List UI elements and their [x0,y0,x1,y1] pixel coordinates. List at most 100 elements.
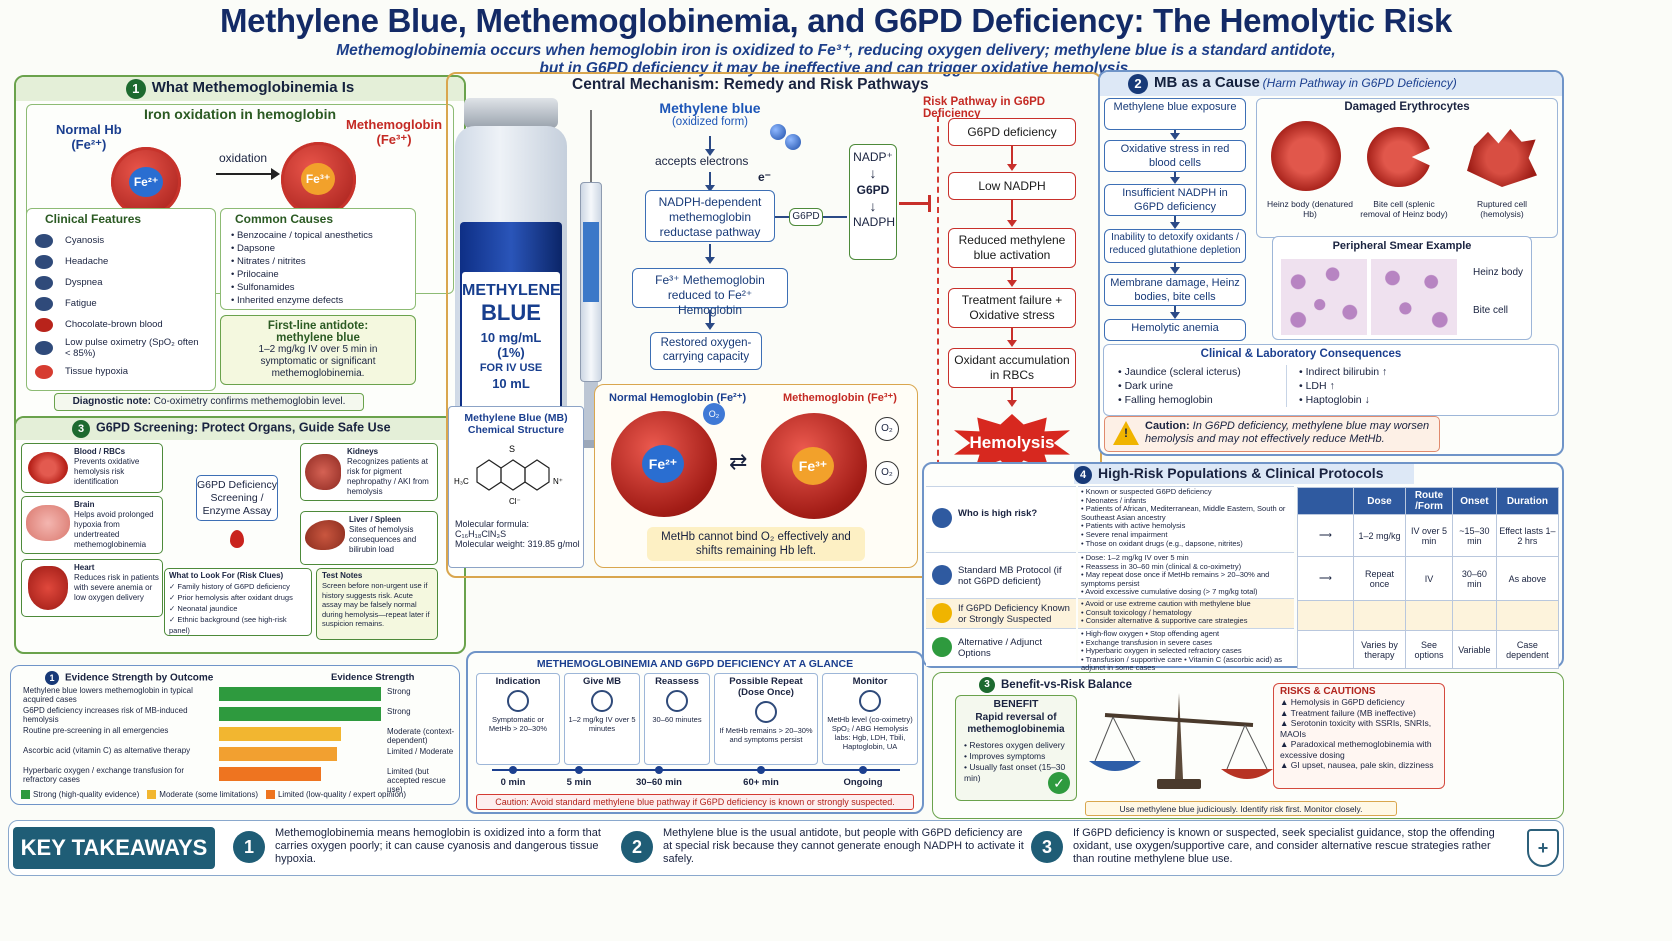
panel-title: High-Risk Populations & Clinical Protoco… [1098,465,1384,481]
clue-item: ✓ Prior hemolysis after oxidant drugs [169,593,293,602]
panel-title: G6PD Screening: Protect Organs, Guide Sa… [96,420,391,435]
antidote-title: First-line antidote: [267,320,369,332]
screening-center: G6PD Deficiency Screening / Enzyme Assay [196,475,278,521]
risks-title: RISKS & CAUTIONS [1280,686,1376,697]
at-a-glance-panel: METHEMOGLOBINEMIA AND G6PD DEFICIENCY AT… [466,651,924,814]
benefit-headline: Rapid reversal of methemoglobinemia [967,712,1065,735]
evidence-legend: Strong (high-quality evidence)Moderate (… [21,790,407,800]
takeaway-text: If G6PD deficiency is known or suspected… [1073,827,1495,865]
rbc-icon [28,452,68,484]
risk-item: ▲ Serotonin toxicity with SSRIs, SNRIs, … [1280,718,1432,739]
table-cell [1495,600,1560,631]
table-cell: Variable [1451,630,1497,669]
legend-swatch [21,790,30,800]
accepts-electrons: accepts electrons [655,154,749,168]
risks-list: ▲ Hemolysis in G6PD deficiency▲ Treatmen… [1280,697,1438,771]
antidote-box: First-line antidote: methylene blue 1–2 … [220,315,416,385]
iv-bag-icon [755,701,777,723]
timeline-label: Ongoing [843,777,883,788]
timeline-dot [859,766,867,774]
evidence-strength: Limited / Moderate [387,747,454,756]
fe2-large: Fe²⁺ [642,445,684,483]
table-cell: As above [1495,556,1560,601]
head-icon [35,254,53,269]
glance-item-text: 1–2 mg/kg IV over 5 minutes [568,715,636,733]
protocol-item: • Consider alternative & supportive care… [1081,616,1248,626]
cause-item: Inherited enzyme defects [231,294,415,307]
cause-arrow [1170,130,1180,140]
glance-item-title: Monitor [852,676,888,687]
panel-number: 4 [1074,466,1092,485]
causes-list: Benzocaine / topical anestheticsDapsoneN… [231,229,415,307]
clue-item: ✓ Ethnic background (see high-risk panel… [169,615,287,635]
evidence-col2: Evidence Strength [331,672,415,683]
plus-icon [932,637,952,657]
evidence-strength: Strong [387,707,411,716]
cause-arrow [1170,263,1180,274]
lab-item: Falling hemoglobin [1118,393,1241,407]
antidote-name: methylene blue [276,332,360,344]
protocol-item: • Exchange transfusion in severe cases [1081,637,1213,647]
person-icon [932,508,952,528]
cause-item: Prilocaine [231,268,415,281]
evidence-label: G6PD deficiency increases risk of MB-ind… [23,706,188,724]
protocol-item: • Severe renal impairment [1081,529,1168,539]
lab-item: Haptoglobin ↓ [1299,393,1387,407]
header: Methylene Blue, Methemoglobinemia, and G… [0,2,1672,78]
timeline-label: 60+ min [743,777,779,788]
antidote-text: 1–2 mg/kg IV over 5 min in symptomatic o… [258,344,378,379]
cause-step: Oxidative stress in red blood cells [1104,140,1246,172]
risk-item: ▲ GI upset, nausea, pale skin, dizziness [1280,760,1434,770]
person-icon [35,296,53,311]
caution-text: In G6PD deficiency, methylene blue may w… [1145,420,1430,445]
table-cell: ~15–30 min [1451,514,1497,557]
table-header-blank [1297,487,1354,515]
risk-arrow [1007,200,1017,227]
evidence-strength: Strong [387,687,411,696]
panel-g6pd-screening: 3 G6PD Screening: Protect Organs, Guide S… [14,416,466,654]
test-title: Test Notes [322,571,363,580]
electron-label: e⁻ [758,170,772,184]
smear-image-1 [1281,259,1367,335]
glance-item-text: MetHb level (co-oximetry) SpO₂ / ABG Hem… [827,715,913,751]
liver-text: Sites of hemolysis consequences and bili… [349,525,417,554]
ruptured-cell-icon [1467,129,1537,187]
formula-value: C₁₆H₁₈ClN₃S [455,529,507,539]
takeaways-title: KEY TAKEAWAYS [13,827,215,869]
panel-number: 3 [72,420,90,438]
evidence-bar [219,707,381,721]
feature-item: Cyanosis [35,230,215,251]
risk-item: ▲ Hemolysis in G6PD deficiency [1280,697,1405,707]
feature-item: Chocolate-brown blood [35,314,215,335]
lungs-icon [35,275,53,290]
legend-label: Limited (low-quality / expert opinion) [277,790,407,799]
oxidation-label: oxidation [219,151,268,165]
mb-label: Methylene blue [659,100,761,116]
heinz-body-label: Heinz body [1473,267,1524,278]
glance-item-text: 30–60 minutes [652,715,702,724]
lab-left-list: Jaundice (scleral icterus)Dark urineFall… [1118,365,1241,407]
takeaway-number: 2 [621,831,653,863]
hemoglobin-compare-box: Normal Hemoglobin (Fe²⁺) Methemoglobin (… [594,384,918,568]
brain-icon [26,505,70,541]
methemoglobin-compare-label: Methemoglobin (Fe³⁺) [783,392,897,404]
table-cell: ⟶ [1297,514,1354,557]
risk-pathway-title: Risk Pathway in G6PD Deficiency [923,96,1046,120]
test-notes-box: Test Notes Screen before non-urgent use … [316,568,438,640]
blood-text: Prevents oxidative hemolysis risk identi… [74,457,140,486]
cause-step: Hemolytic anemia [1104,319,1246,341]
brain-text: Helps avoid prolonged hypoxia from under… [74,510,154,549]
timeline-dot [655,766,663,774]
table-header: Onset [1451,487,1497,515]
evidence-number-icon: 1 [45,671,59,685]
clue-item: ✓ Family history of G6PD deficiency [169,582,290,591]
table-cell: See options [1405,630,1453,669]
cause-arrow [1170,172,1180,184]
risk-arrow [1007,388,1017,407]
